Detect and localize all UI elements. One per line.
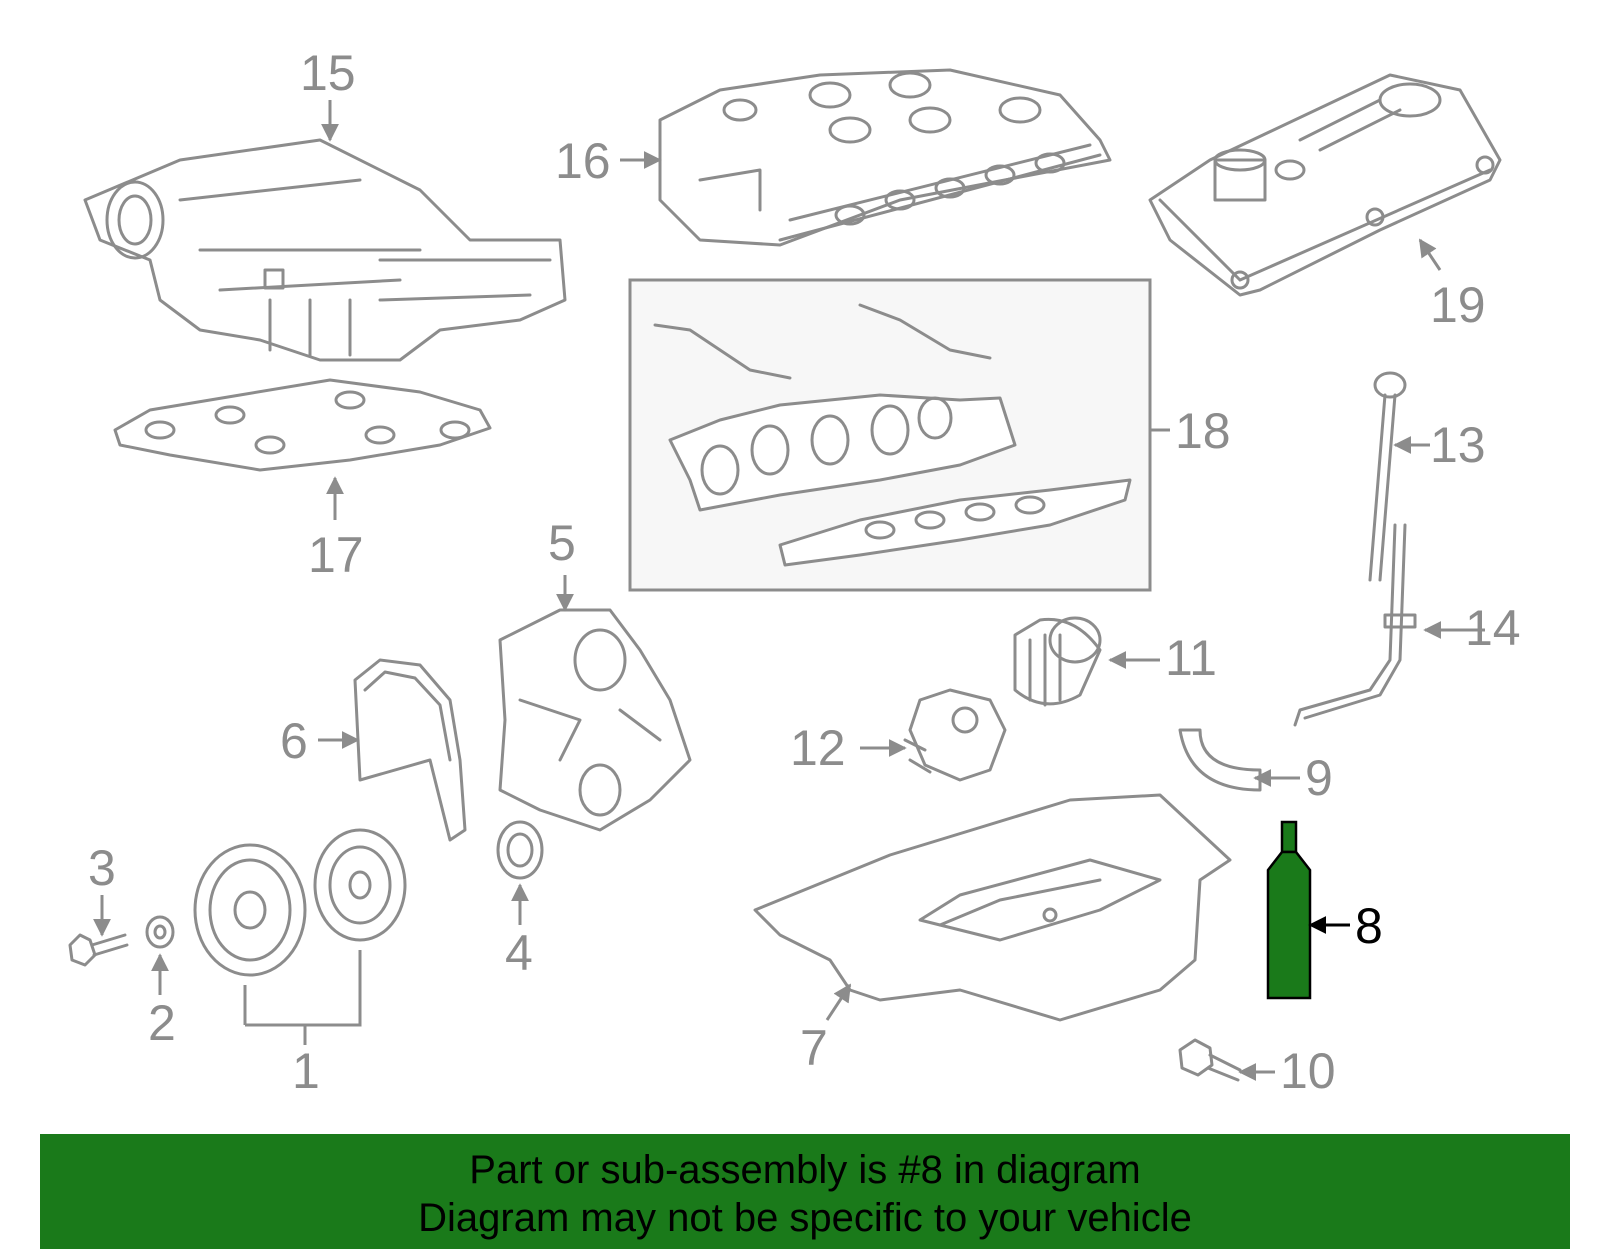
part-1-pulleys <box>193 828 407 977</box>
part-18-gasket-kit <box>628 278 1152 592</box>
part-4-front-seal <box>496 820 544 880</box>
callout-16: 16 <box>555 133 611 189</box>
part-9-seal-half <box>1178 728 1262 792</box>
leader-lines <box>93 100 1485 1081</box>
part-12-filter-adapter <box>903 688 1007 782</box>
banner-line-1: Part or sub-assembly is #8 in diagram <box>469 1148 1141 1192</box>
callout-11: 11 <box>1165 630 1217 686</box>
part-5-timing-cover <box>498 608 692 832</box>
info-banner: Part or sub-assembly is #8 in diagram Di… <box>40 1134 1570 1249</box>
callout-2: 2 <box>148 995 176 1051</box>
callout-19: 19 <box>1430 277 1486 333</box>
part-16-lower-manifold <box>658 68 1112 247</box>
callout-18: 18 <box>1175 403 1231 459</box>
callout-7: 7 <box>800 1020 828 1076</box>
part-13-dipstick <box>1368 371 1407 582</box>
callout-8: 8 <box>1355 898 1383 954</box>
callout-15: 15 <box>300 45 356 101</box>
callout-3: 3 <box>88 840 116 896</box>
banner-line-2: Diagram may not be specific to your vehi… <box>418 1196 1192 1240</box>
part-2-washer <box>145 915 175 949</box>
part-8-sealant-tube <box>1266 820 1312 1000</box>
part-14-dipstick-tube <box>1293 523 1417 727</box>
callout-1: 1 <box>292 1043 320 1099</box>
callout-6: 6 <box>280 713 308 769</box>
part-11-oil-filter <box>1013 616 1102 707</box>
callout-4: 4 <box>505 925 533 981</box>
callout-12: 12 <box>790 720 846 776</box>
part-3-bolt <box>68 933 129 967</box>
callout-17: 17 <box>308 527 364 583</box>
part-15-intake-manifold <box>83 138 567 362</box>
callout-10: 10 <box>1280 1043 1336 1099</box>
part-7-oil-pan <box>753 793 1232 1022</box>
callout-14: 14 <box>1465 600 1521 656</box>
callout-13: 13 <box>1430 417 1486 473</box>
part-19-valve-cover <box>1148 73 1502 297</box>
callout-5: 5 <box>548 515 576 571</box>
part-17-intake-gasket <box>113 378 492 472</box>
part-6-timing-gasket <box>353 658 467 842</box>
callout-9: 9 <box>1305 750 1333 806</box>
part-10-pan-bolt <box>1178 1038 1242 1082</box>
